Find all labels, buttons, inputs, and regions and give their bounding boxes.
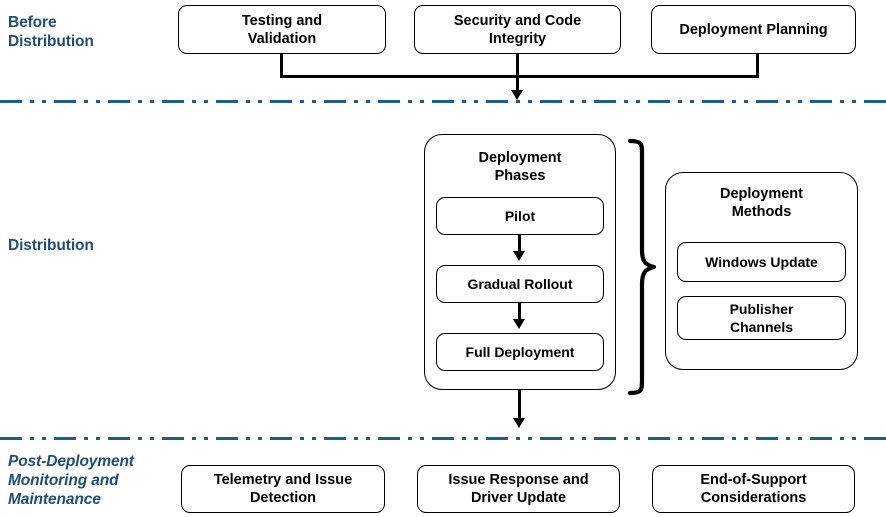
connector-pilot-to-gradual [518, 235, 521, 254]
node-pilot[interactable]: Pilot [436, 197, 604, 235]
node-security-and-code-integrity[interactable]: Security and Code Integrity [414, 5, 621, 54]
arrowhead-gradual-to-full [513, 319, 525, 329]
arrowhead-into-distribution [511, 90, 523, 100]
group-title-deployment-phases: Deployment Phases [478, 150, 562, 184]
group-title-deployment-methods: Deployment Methods [720, 186, 803, 220]
lane-label-distribution: Distribution [8, 237, 94, 254]
node-full-deployment[interactable]: Full Deployment [436, 333, 604, 371]
connector-planning-stem [756, 54, 759, 78]
node-windows-update[interactable]: Windows Update [677, 242, 846, 282]
node-publisher-channels[interactable]: Publisher Channels [677, 296, 846, 340]
lane-label-before-distribution: Before Distribution [8, 14, 94, 50]
lane-label-post-deployment: Post-Deployment Monitoring and Maintenan… [8, 453, 134, 508]
node-telemetry-and-issue-detection[interactable]: Telemetry and Issue Detection [181, 465, 385, 513]
node-issue-response-and-driver-update[interactable]: Issue Response and Driver Update [417, 465, 620, 513]
node-deployment-planning[interactable]: Deployment Planning [651, 5, 856, 54]
lane-divider-top [0, 100, 886, 103]
arrowhead-into-post-deployment [513, 418, 525, 428]
connector-merge-stem [516, 75, 519, 92]
curly-brace-phases-to-methods [626, 138, 658, 396]
curly-brace-icon [627, 138, 657, 396]
connector-merge-bar [280, 75, 759, 78]
connector-security-stem [516, 54, 519, 78]
node-testing-and-validation[interactable]: Testing and Validation [178, 5, 386, 54]
node-gradual-rollout[interactable]: Gradual Rollout [436, 265, 604, 303]
arrowhead-pilot-to-gradual [513, 251, 525, 261]
connector-testing-stem [280, 54, 283, 78]
connector-distribution-to-post [518, 390, 521, 420]
connector-gradual-to-full [518, 303, 521, 322]
lane-divider-bottom [0, 437, 886, 440]
node-end-of-support-considerations[interactable]: End-of-Support Considerations [652, 465, 855, 513]
